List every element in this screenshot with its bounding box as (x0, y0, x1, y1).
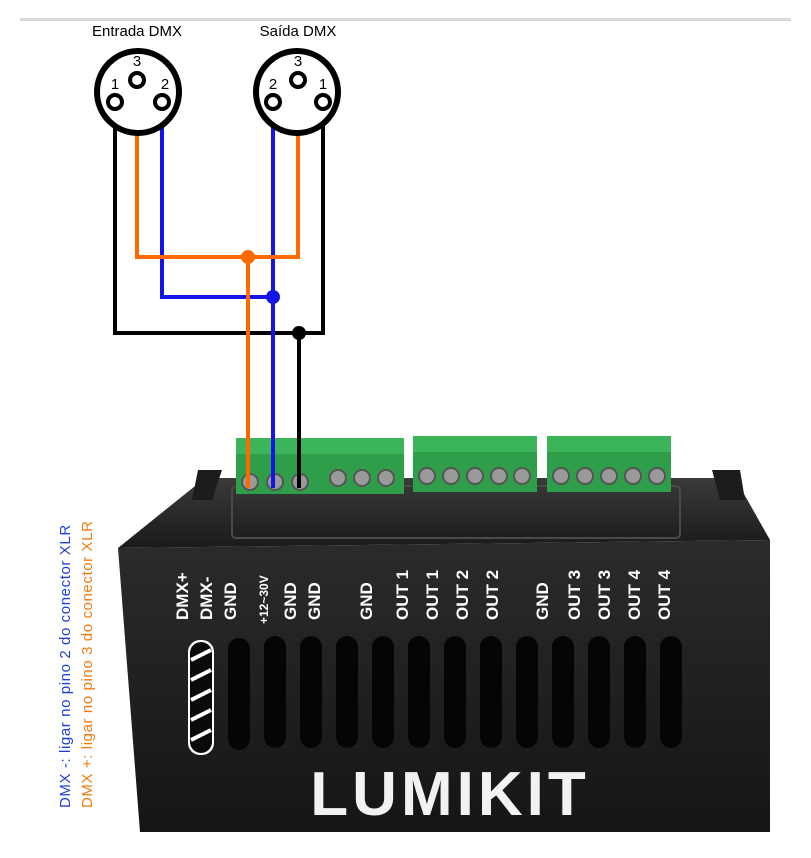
terminal-label-out4-a: OUT 4 (625, 569, 644, 620)
terminal-label-dmx-plus: DMX+ (173, 572, 192, 620)
gnd-junction (292, 326, 306, 340)
terminal-block-out34 (547, 436, 671, 492)
note-dmx-plus: DMX +: ligar no pino 3 do conector XLR (79, 520, 96, 808)
output-connector-title: Saída DMX (260, 23, 337, 40)
xlr-input-connector: Entrada DMX 3 1 2 (92, 23, 182, 136)
terminal-label-gnd-2: GND (281, 582, 300, 620)
terminal-label-gnd-4: GND (357, 582, 376, 620)
brand-logo: LUMIKIT (310, 760, 589, 829)
output-pin-1-label: 1 (319, 76, 327, 93)
top-divider (20, 18, 791, 21)
terminal-block-out12 (413, 436, 537, 492)
input-pin-3 (128, 71, 146, 89)
lumikit-device: DMX+ DMX- GND +12~30V GND GND GND OUT 1 … (118, 470, 770, 832)
terminal-label-out2-b: OUT 2 (483, 570, 502, 620)
terminal-label-out1-b: OUT 1 (423, 570, 442, 620)
output-pin-2-label: 2 (269, 76, 277, 93)
terminal-label-gnd-3: GND (305, 582, 324, 620)
terminal-blocks (236, 436, 671, 494)
terminal-label-gnd-5: GND (533, 582, 552, 620)
note-dmx-minus: DMX -: ligar no pino 2 do conector XLR (57, 524, 74, 808)
terminal-label-out3-b: OUT 3 (595, 570, 614, 620)
output-pin-1 (314, 93, 332, 111)
wires (113, 80, 325, 488)
terminal-label-out2-a: OUT 2 (453, 570, 472, 620)
input-pin-3-label: 3 (133, 53, 141, 70)
output-pin-3-label: 3 (294, 53, 302, 70)
terminal-label-out4-b: OUT 4 (655, 569, 674, 620)
terminal-label-gnd-1: GND (221, 582, 240, 620)
xlr-output-connector: Saída DMX 3 2 1 (253, 23, 341, 136)
dmx-minus-junction (266, 290, 280, 304)
dmx-plus-wire (135, 80, 300, 259)
terminal-label-out1-a: OUT 1 (393, 570, 412, 620)
output-pin-3 (289, 71, 307, 89)
input-pin-2-label: 2 (161, 76, 169, 93)
terminal-block-dmx (236, 438, 328, 494)
input-pin-1-label: 1 (111, 76, 119, 93)
input-connector-title: Entrada DMX (92, 23, 182, 40)
terminal-label-out3-a: OUT 3 (565, 570, 584, 620)
input-pin-1 (106, 93, 124, 111)
terminal-block-power (322, 438, 404, 494)
dmx-minus-wire (160, 102, 275, 299)
terminal-label-dmx-minus: DMX- (197, 577, 216, 620)
terminal-label-power: +12~30V (257, 575, 271, 624)
output-pin-2 (264, 93, 282, 111)
dmx-plus-junction (241, 250, 255, 264)
gnd-wire (113, 102, 325, 335)
input-pin-2 (153, 93, 171, 111)
vent-slots (188, 636, 682, 755)
